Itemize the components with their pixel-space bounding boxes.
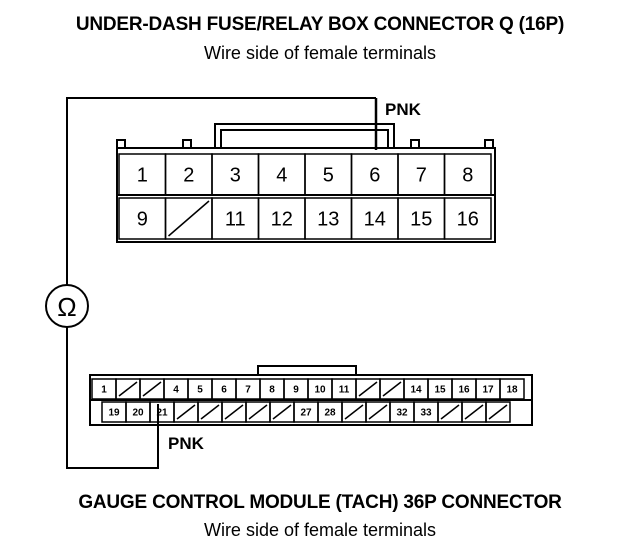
ohm-symbol: Ω (57, 292, 76, 322)
top-connector-terminal-number: 9 (137, 209, 148, 231)
bottom-connector-terminal-number: 32 (396, 408, 408, 419)
top-connector-terminal-number: 14 (364, 209, 386, 231)
bottom-connector-terminal-number: 33 (420, 408, 432, 419)
top-connector-terminal-number: 7 (416, 165, 427, 187)
top-connector-terminal-number: 2 (183, 165, 194, 187)
top-connector-unused-terminal (168, 200, 210, 237)
bottom-connector-unused-terminal (118, 381, 138, 397)
bottom-connector-unused-terminal (200, 404, 220, 420)
bottom-connector-terminal-number: 16 (458, 385, 470, 396)
bottom-connector-unused-terminal (358, 381, 378, 397)
bottom-connector-terminal-number: 27 (300, 408, 312, 419)
bottom-connector-terminal-number: 21 (156, 408, 168, 419)
top-connector-subtitle: Wire side of female terminals (203, 43, 437, 63)
bottom-connector-unused-terminal (464, 404, 484, 420)
top-connector-cell (443, 153, 492, 196)
top-connector-terminal-number: 8 (462, 165, 473, 187)
bottom-connector-terminal-number: 4 (173, 385, 179, 396)
bottom-connector-terminal-number: 14 (410, 385, 422, 396)
top-connector-terminal-number: 6 (369, 165, 380, 187)
top-connector-cell (443, 197, 492, 240)
bottom-connector-terminal-number: 8 (269, 385, 275, 396)
bottom-connector-unused-terminal (382, 381, 402, 397)
bottom-connector-terminal-number: 6 (221, 385, 227, 396)
bottom-connector-terminal-number: 5 (197, 385, 203, 396)
top-connector-terminal-number: 12 (271, 209, 293, 231)
bottom-connector-terminal-number: 11 (339, 385, 350, 396)
top-connector-terminal-number: 5 (323, 165, 334, 187)
bottom-connector-terminal-number: 15 (434, 385, 446, 396)
top-connector-latch (214, 123, 395, 148)
bottom-connector-unused-terminal (248, 404, 268, 420)
bottom-connector-terminal-number: 10 (314, 385, 326, 396)
test-lead-wire (66, 97, 376, 469)
top-connector-terminal-number: 11 (225, 209, 246, 231)
bottom-connector-subtitle: Wire side of female terminals (203, 520, 437, 540)
bottom-connector-unused-terminal (224, 404, 244, 420)
bottom-connector-terminal-number: 19 (108, 408, 120, 419)
bottom-connector-unused-terminal (176, 404, 196, 420)
top-wire-label: PNK (385, 100, 421, 119)
bottom-connector-unused-terminal (368, 404, 388, 420)
bottom-connector-terminal-number: 1 (101, 385, 107, 396)
bottom-connector-terminal-number: 18 (506, 385, 518, 396)
bottom-connector-terminal-number: 20 (132, 408, 144, 419)
bottom-connector-unused-terminal (440, 404, 460, 420)
top-connector-terminal-number: 1 (137, 165, 148, 187)
bottom-connector-title: GAUGE CONTROL MODULE (TACH) 36P CONNECTO… (78, 492, 562, 513)
top-connector-terminal-number: 16 (457, 209, 479, 231)
top-connector-terminal-number: 3 (230, 165, 241, 187)
bottom-connector-terminal-number: 28 (324, 408, 336, 419)
bottom-connector-cell (499, 378, 525, 400)
top-connector-title: UNDER-DASH FUSE/RELAY BOX CONNECTOR Q (1… (75, 14, 565, 35)
bottom-connector-unused-terminal (488, 404, 508, 420)
bottom-wire-label: PNK (168, 434, 204, 453)
bottom-connector-latch (257, 365, 357, 375)
bottom-connector-cell (485, 401, 511, 423)
bottom-connector-terminal-number: 7 (245, 385, 251, 396)
top-connector-terminal-number: 4 (276, 165, 287, 187)
top-connector-terminal-number: 15 (410, 209, 432, 231)
bottom-connector-unused-terminal (344, 404, 364, 420)
bottom-connector-unused-terminal (142, 381, 162, 397)
bottom-connector-terminal-number: 17 (482, 385, 494, 396)
ohmmeter: Ω (45, 284, 89, 328)
bottom-connector-terminal-number: 9 (293, 385, 299, 396)
bottom-connector-unused-terminal (272, 404, 292, 420)
top-connector-terminal-number: 13 (317, 209, 339, 231)
